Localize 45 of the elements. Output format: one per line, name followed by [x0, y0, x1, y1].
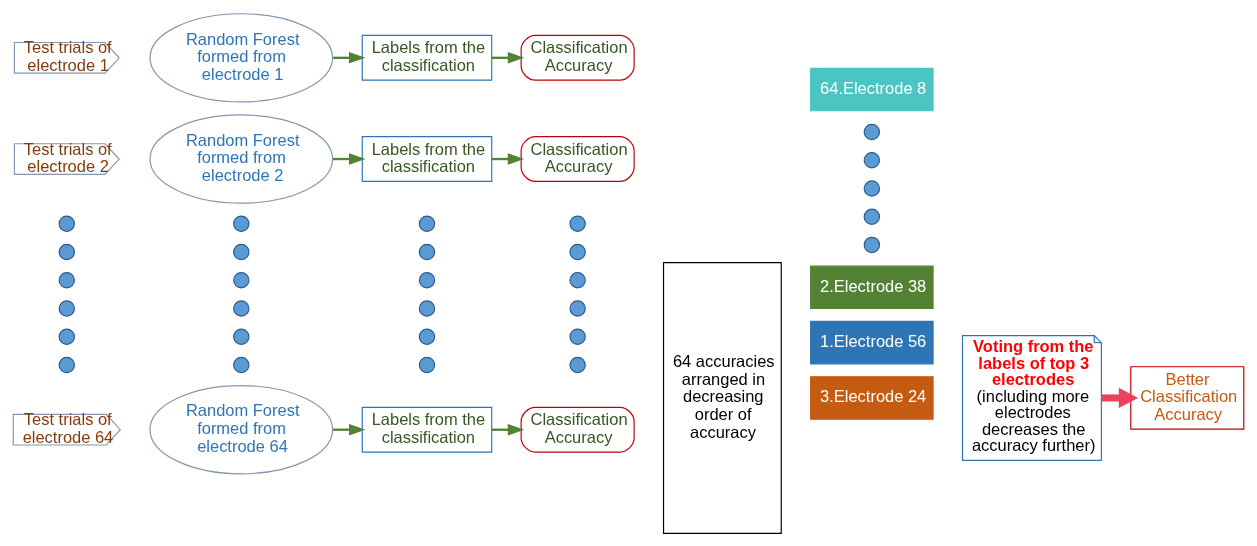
node-circle: [58, 243, 76, 260]
node-box: 2.Electrode 38: [810, 265, 934, 309]
node-circle: [863, 123, 881, 140]
node-box: 64 accuracies arranged in decreasing order of accuracy: [662, 261, 782, 534]
node-circle: [233, 356, 250, 373]
node-box: 1.Electrode 56: [810, 320, 934, 364]
node-circle: [418, 271, 436, 288]
node-circle: [233, 328, 250, 345]
node-ellipse: Random Forest formed from electrode 2: [149, 113, 334, 204]
node-box: Better Classification Accuracy: [1130, 365, 1245, 430]
node-box: 3.Electrode 24: [810, 375, 934, 420]
node-circle: [418, 356, 436, 373]
node-circle: [58, 356, 76, 373]
node-circle: [569, 243, 586, 260]
node-box: 64.Electrode 8: [810, 67, 934, 111]
node-circle: [58, 215, 76, 232]
node-box: Labels from the classification: [361, 34, 493, 81]
node-circle: [233, 271, 250, 288]
node-circle: [418, 243, 436, 260]
node-ellipse: Random Forest formed from electrode 1: [149, 12, 334, 102]
node-circle: [863, 207, 881, 225]
node-box: Labels from the classification: [361, 135, 493, 182]
node-circle: [58, 299, 76, 317]
node-circle: [569, 299, 586, 317]
node-circle: [233, 243, 250, 260]
node-circle: [569, 356, 586, 373]
node-ellipse: Random Forest formed from electrode 64: [149, 384, 334, 474]
node-circle: [863, 151, 881, 168]
node-circle: [233, 215, 250, 232]
node-circle: [863, 236, 881, 253]
node-box: Labels from the classification: [361, 406, 493, 453]
node-circle: [58, 271, 76, 288]
node-circle: [569, 215, 586, 232]
node-box: Classification Accuracy: [520, 34, 635, 81]
node-circle: [418, 328, 436, 345]
node-box: Classification Accuracy: [520, 406, 635, 453]
node-circle: [58, 328, 76, 345]
node-box: Classification Accuracy: [520, 135, 635, 182]
node-circle: [569, 271, 586, 288]
node-circle: [569, 328, 586, 345]
arrow: [1101, 387, 1139, 408]
node-circle: [418, 215, 436, 232]
node-circle: [863, 179, 881, 197]
node-circle: [418, 299, 436, 317]
node-circle: [233, 299, 250, 317]
